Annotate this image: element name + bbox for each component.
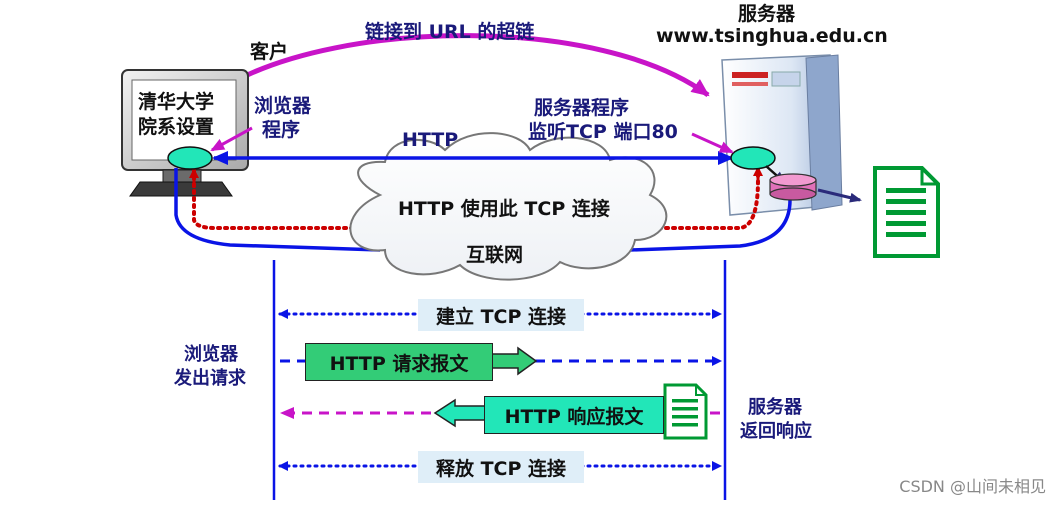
browser-program-line1: 浏览器	[254, 95, 312, 117]
response-block-arrow	[433, 398, 487, 428]
response-message-box: HTTP 响应报文	[484, 396, 664, 434]
release-label: 释放 TCP 连接	[418, 451, 584, 483]
hyperlink-label: 链接到 URL 的超链	[365, 21, 535, 43]
disk-to-doc-arrow	[817, 188, 862, 203]
request-message-box: HTTP 请求报文	[305, 343, 493, 381]
server-response-line1: 服务器	[748, 397, 802, 418]
server-program-line1: 服务器程序	[534, 97, 630, 119]
server-process-node	[730, 146, 776, 170]
browser-request-line2: 发出请求	[174, 368, 246, 389]
server-label-arrow	[691, 132, 734, 154]
establish-label: 建立 TCP 连接	[418, 299, 584, 331]
browser-process-node	[167, 146, 213, 170]
screen-line2: 院系设置	[138, 116, 215, 138]
hyperlink-arc	[226, 33, 710, 98]
browser-label-arrow	[210, 126, 253, 152]
client-label: 客户	[250, 41, 289, 63]
internet-cloud	[349, 132, 668, 281]
response-document-icon	[663, 383, 708, 440]
browser-program-line2: 程序	[262, 119, 301, 141]
server-response-line2: 返回响应	[740, 421, 812, 442]
cloud-text: HTTP 使用此 TCP 连接	[398, 198, 610, 220]
server-host: www.tsinghua.edu.cn	[656, 25, 888, 47]
screen-line1: 清华大学	[138, 91, 215, 113]
internet-label: 互联网	[466, 244, 524, 266]
disk-icon	[769, 173, 817, 201]
browser-request-line1: 浏览器	[184, 344, 238, 365]
request-block-arrow	[491, 346, 538, 376]
server-net-line	[629, 199, 792, 252]
http-label: HTTP	[402, 129, 459, 151]
document-icon	[873, 166, 940, 258]
server-title: 服务器	[738, 3, 796, 25]
client-net-line	[174, 168, 381, 252]
server-program-line2: 监听TCP 端口80	[528, 121, 678, 143]
watermark: CSDN @山间未相见	[899, 477, 1046, 496]
